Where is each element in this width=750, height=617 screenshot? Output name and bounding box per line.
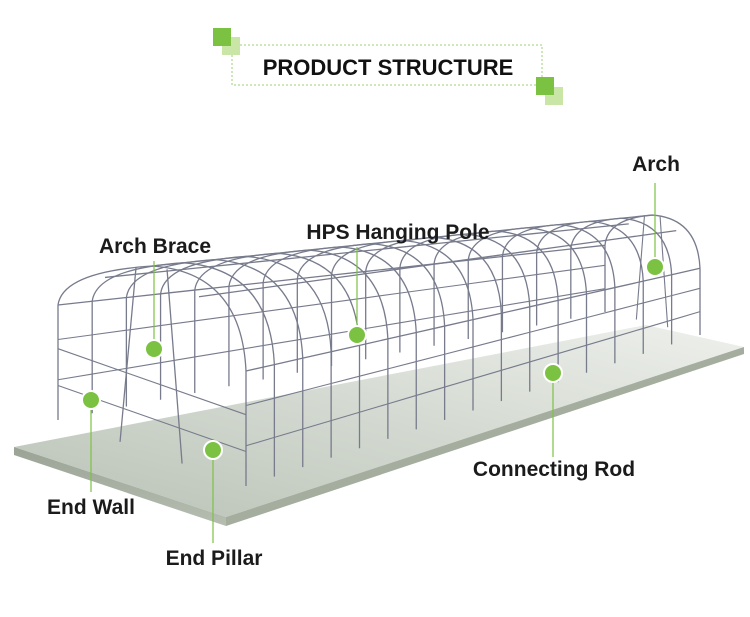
arch-brace-marker [144, 339, 164, 359]
frame-end-pillar [119, 267, 137, 442]
label-hps-hanging-pole: HPS Hanging Pole [306, 221, 489, 244]
hps-marker [347, 325, 367, 345]
ground-right-side [226, 347, 744, 526]
label-end-pillar: End Pillar [166, 547, 263, 570]
title-frame [231, 44, 543, 86]
end-pillar-marker [203, 440, 223, 460]
label-arch: Arch [632, 153, 680, 176]
ground-front-side [14, 447, 226, 526]
marker-dots [81, 257, 665, 460]
leader-lines [90, 183, 656, 543]
label-arch-brace: Arch Brace [99, 235, 211, 258]
end-wall-marker [81, 390, 101, 410]
frame-arch [194, 252, 361, 346]
frame-purlin [198, 229, 677, 298]
connecting-rod-marker [543, 363, 563, 383]
arch-marker [645, 257, 665, 277]
frame-arch [57, 265, 247, 372]
label-connecting-rod: Connecting Rod [473, 458, 635, 481]
frame-end-pillar [635, 216, 645, 320]
frame-end-pillar [659, 216, 669, 328]
frame-arch [501, 223, 616, 288]
corner-square [536, 77, 554, 95]
page-title: PRODUCT STRUCTURE [263, 55, 514, 80]
label-end-wall: End Wall [47, 496, 135, 519]
frame-purlin [151, 214, 653, 267]
frame-side-rail [245, 311, 701, 447]
frame-end-wall-bar [57, 348, 247, 416]
frame-arch [604, 214, 701, 269]
frame-side-rail [57, 288, 606, 381]
frame-end-pillar [166, 269, 183, 464]
frame-side-rail [245, 287, 701, 407]
frame-purlin [104, 223, 629, 279]
title-block: PRODUCT STRUCTURE [213, 28, 563, 105]
frame-purlin [57, 244, 606, 306]
frame-side-rail [57, 264, 606, 341]
corner-square [213, 28, 231, 46]
frame-arch [159, 255, 332, 352]
frame-purlin [245, 267, 701, 372]
